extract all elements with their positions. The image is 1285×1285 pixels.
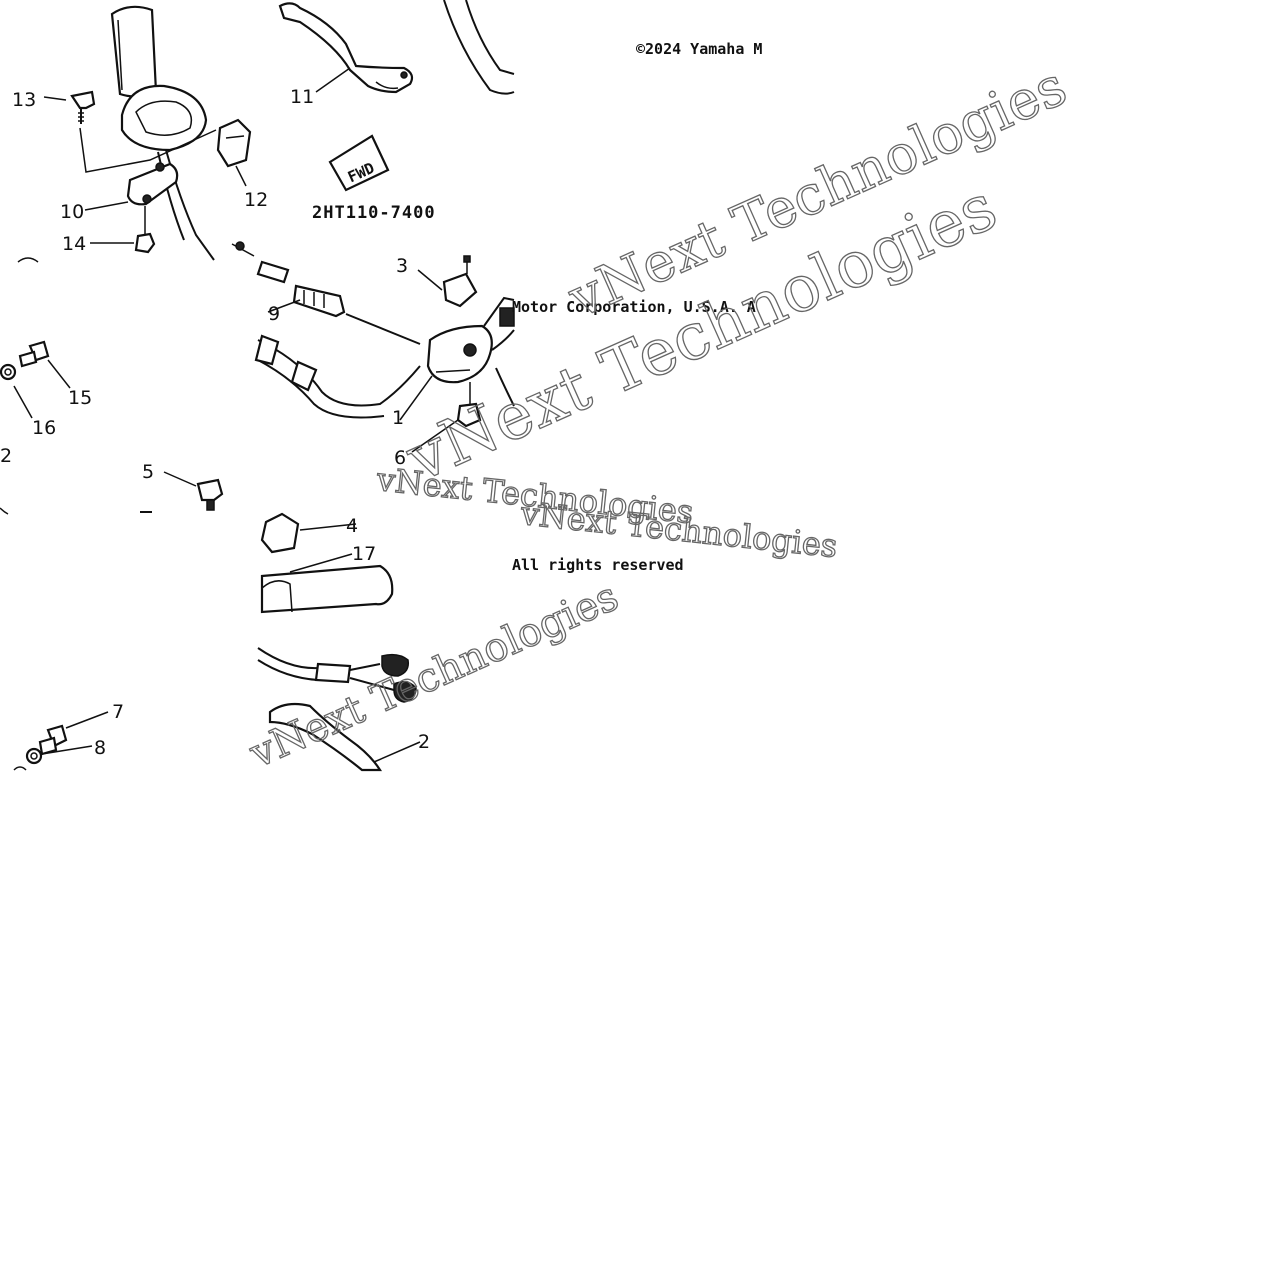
callout-14: 14 — [62, 233, 86, 255]
copyright-line-3: All rights reserved — [512, 556, 684, 574]
part-code: 2HT110-7400 — [312, 203, 436, 223]
bolt-5 — [196, 478, 224, 502]
tile-screws-15-16: 15 16 2 5 — [0, 257, 224, 515]
fwd-arrow-icon: FWD — [328, 134, 390, 192]
cap-12 — [216, 118, 252, 168]
callout-13: 13 — [12, 89, 36, 111]
callout-16: 16 — [32, 417, 56, 439]
callout-5: 5 — [142, 461, 154, 483]
nut-6 — [456, 402, 482, 428]
tile-throttle-assembly: 13 10 12 14 — [12, 5, 268, 261]
lever-11 — [278, 2, 414, 94]
copyright-line-2: Motor Corporation, U.S.A. A — [512, 298, 756, 316]
callout-1: 1 — [392, 407, 404, 429]
copyright-line-1: ©2024 Yamaha M — [636, 40, 762, 58]
cable-9 — [256, 260, 290, 284]
callout-12: 12 — [244, 189, 268, 211]
tile-clutch-grip: 4 17 2 — [257, 512, 430, 772]
screw-13 — [70, 90, 96, 110]
lower-clamp — [126, 162, 179, 206]
throttle-housing — [120, 84, 208, 152]
callout-2: 2 — [0, 445, 12, 467]
callout-6: 6 — [394, 447, 406, 469]
callout-2b: 2 — [418, 731, 430, 753]
callout-15: 15 — [68, 387, 92, 409]
tile-lever-11: 11 FWD 2HT110-7400 — [278, 0, 515, 223]
tile-screws-7-8: 7 8 — [13, 701, 124, 771]
callout-7: 7 — [112, 701, 124, 723]
washer-8 — [25, 747, 43, 765]
switch-3 — [442, 272, 478, 308]
callout-9: 9 — [268, 303, 280, 325]
callout-3: 3 — [396, 255, 408, 277]
tile-clutch-bracket: 9 3 1 6 — [231, 241, 515, 469]
callout-17: 17 — [352, 543, 376, 565]
washer-16 — [0, 363, 17, 381]
bracket-1 — [426, 324, 493, 384]
grip-17 — [260, 564, 394, 614]
lever-2 — [268, 702, 382, 772]
tile-copyright-top: ©2024 Yamaha M — [636, 40, 762, 58]
nut-14 — [134, 232, 156, 254]
callout-8: 8 — [94, 737, 106, 759]
tile-copyright-mid: Motor Corporation, U.S.A. A All rights r… — [512, 298, 756, 574]
callout-10: 10 — [60, 201, 84, 223]
callout-4: 4 — [346, 515, 358, 537]
cap-4 — [260, 512, 300, 554]
callout-11: 11 — [290, 86, 314, 108]
